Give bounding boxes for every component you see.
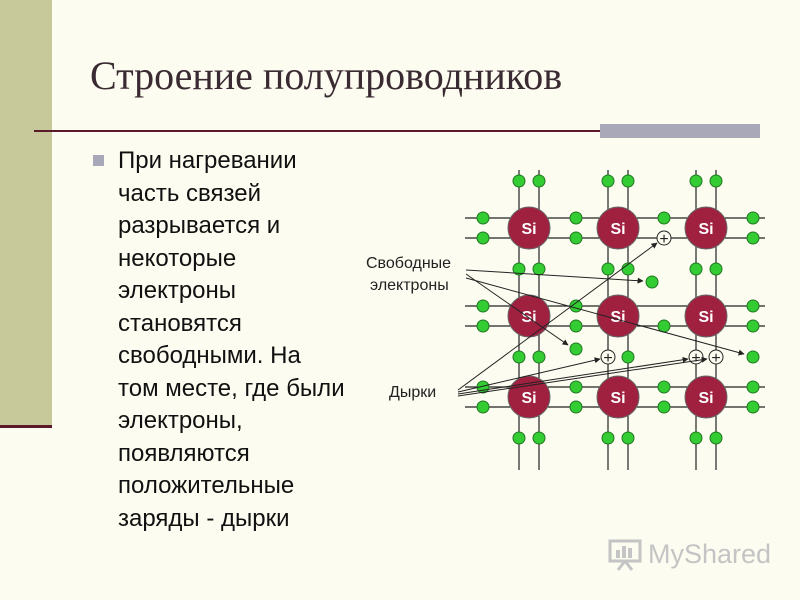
electron (746, 299, 760, 313)
electron (621, 350, 635, 364)
electron (709, 431, 723, 445)
svg-text:Si: Si (610, 390, 625, 407)
bullet-square (93, 155, 104, 166)
title-accent-bar (600, 124, 760, 138)
si-atom: Si (507, 375, 551, 419)
arrow-to-free-electron (465, 273, 569, 346)
arrow-to-hole (457, 356, 708, 397)
title-rule (34, 130, 600, 132)
electron (746, 231, 760, 245)
electron (532, 431, 546, 445)
svg-text:Si: Si (521, 390, 536, 407)
electron (476, 211, 490, 225)
si-atom: Si (684, 375, 728, 419)
si-atom: Si (596, 375, 640, 419)
electron (746, 380, 760, 394)
svg-text:+: + (603, 350, 612, 367)
svg-text:+: + (659, 231, 668, 248)
presentation-board-icon (608, 539, 642, 571)
electron (657, 400, 671, 414)
arrow-to-free-electron (465, 269, 644, 284)
electron (569, 400, 583, 414)
si-atom: Si (684, 206, 728, 250)
electron (512, 262, 526, 276)
electron (621, 431, 635, 445)
electron (601, 174, 615, 188)
electron (621, 174, 635, 188)
hole: + (600, 349, 616, 367)
electron (476, 400, 490, 414)
bullet-text: При нагревании часть связей разрывается … (118, 147, 345, 532)
svg-text:Si: Si (610, 309, 625, 326)
svg-text:Si: Si (521, 221, 536, 238)
electron (476, 299, 490, 313)
electron (512, 174, 526, 188)
side-underline (0, 425, 52, 428)
side-band (0, 0, 52, 427)
watermark-text: MyShared (648, 539, 772, 569)
electron (601, 431, 615, 445)
arrow-to-hole (457, 242, 658, 391)
si-atom: Si (684, 294, 728, 338)
svg-text:+: + (711, 350, 720, 367)
si-atom: Si (507, 294, 551, 338)
electron (689, 174, 703, 188)
electron (532, 350, 546, 364)
svg-text:+: + (691, 350, 700, 367)
arrow-to-hole (457, 357, 601, 393)
hole: + (688, 349, 704, 367)
electron (532, 174, 546, 188)
silicon-lattice-diagram: Si Si Si Si Si Si Si Si (366, 170, 765, 470)
electron (709, 174, 723, 188)
electron (746, 319, 760, 333)
si-atom: Si (596, 294, 640, 338)
electron (569, 211, 583, 225)
svg-text:Si: Si (698, 221, 713, 238)
slide-title: Строение полупроводников (90, 53, 563, 98)
electron (512, 431, 526, 445)
electron (569, 319, 583, 333)
label-holes: Дырки (389, 384, 436, 401)
hole: + (708, 349, 724, 367)
si-atom: Si (596, 206, 640, 250)
electron (689, 431, 703, 445)
free-electron (746, 350, 760, 364)
electron (532, 262, 546, 276)
electron (657, 319, 671, 333)
label-free-electrons-line2: электроны (370, 277, 449, 294)
electron (746, 211, 760, 225)
electron (657, 211, 671, 225)
svg-text:Si: Si (698, 390, 713, 407)
watermark: MyShared (608, 537, 772, 573)
svg-text:Si: Si (698, 309, 713, 326)
electron (569, 380, 583, 394)
si-atom: Si (507, 206, 551, 250)
free-electron (569, 342, 583, 356)
electron (689, 262, 703, 276)
electron (709, 262, 723, 276)
electron (476, 319, 490, 333)
electron (746, 400, 760, 414)
arrow-to-free-electron (465, 277, 745, 356)
arrow-to-hole (457, 356, 689, 395)
electron (657, 380, 671, 394)
electron (476, 231, 490, 245)
svg-text:Si: Si (610, 221, 625, 238)
free-electron (645, 275, 659, 289)
electron (601, 262, 615, 276)
label-free-electrons-line1: Свободные (366, 255, 451, 272)
hole: + (656, 230, 672, 248)
electron (569, 231, 583, 245)
electron (512, 350, 526, 364)
